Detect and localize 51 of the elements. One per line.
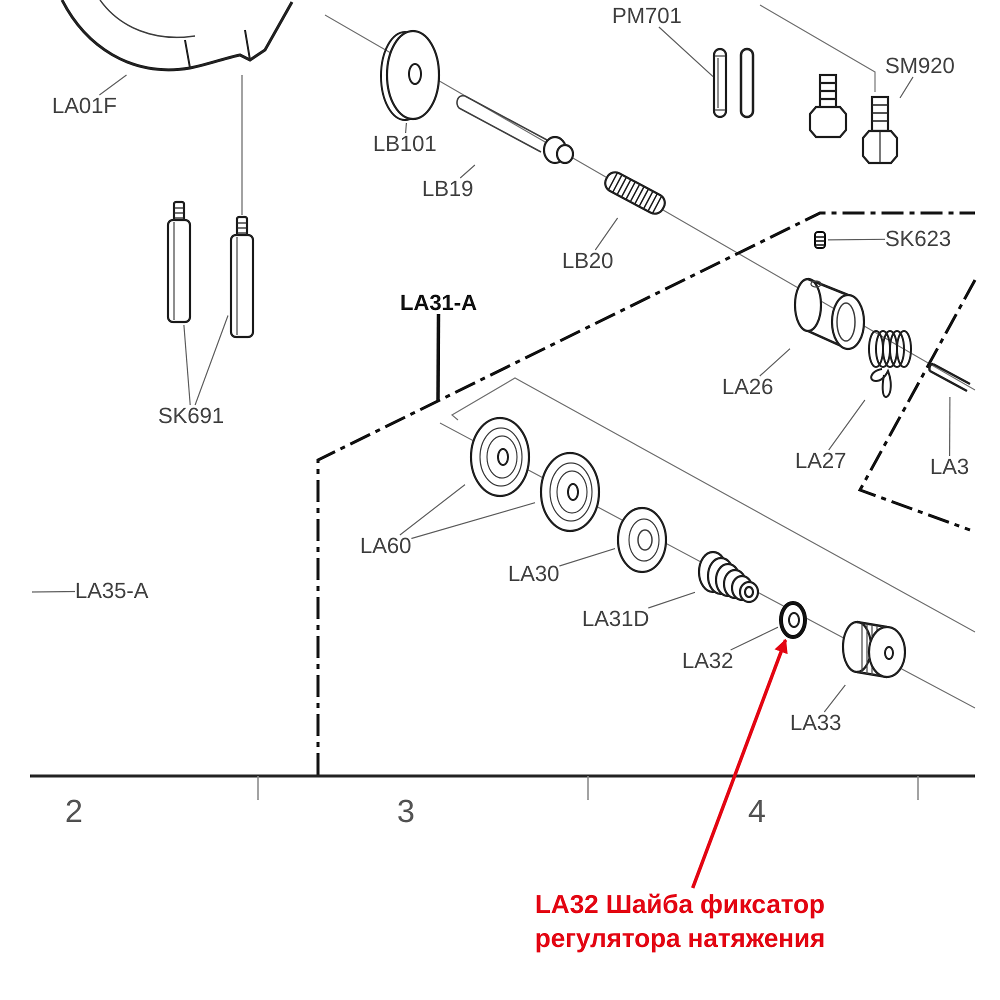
leader-line	[183, 324, 191, 406]
leader-line	[648, 592, 696, 609]
leader-line	[99, 74, 127, 96]
leader-line	[759, 348, 790, 376]
grid-number: 3	[397, 795, 415, 827]
grid-number: 2	[65, 795, 83, 827]
pin-drawing	[713, 48, 727, 118]
part-number: LB19	[422, 178, 474, 200]
leader-line	[194, 315, 229, 406]
grid-number: 4	[748, 795, 766, 827]
leader-line	[594, 218, 618, 250]
leader-line	[32, 590, 75, 593]
leader-line	[460, 164, 476, 178]
part-number: LA32	[682, 650, 734, 672]
part-number: LA26	[722, 376, 774, 398]
leader-line	[559, 548, 616, 567]
stud-drawing	[165, 200, 193, 325]
part-number: LA27	[795, 450, 846, 472]
part-number: SK691	[158, 405, 224, 427]
set-screw-drawing	[812, 230, 828, 250]
part-number: SM920	[885, 55, 955, 77]
part-number: LA31D	[582, 608, 650, 630]
washer-drawing	[778, 600, 808, 640]
part-number: LA35-A	[75, 580, 148, 602]
part-number: LA60	[360, 535, 412, 557]
part-number: LB101	[373, 133, 437, 155]
disc-drawing	[615, 505, 670, 575]
leader-line	[949, 397, 950, 456]
part-number: LA3	[930, 456, 970, 478]
leader-line	[900, 76, 914, 98]
part-number: LA30	[508, 563, 560, 585]
screw-drawing	[860, 95, 900, 165]
leader-line	[730, 626, 778, 651]
part-number: LA01F	[52, 95, 117, 117]
leader-line	[405, 122, 407, 134]
stud-drawing	[228, 215, 256, 340]
leader-line	[436, 314, 440, 402]
leader-line	[828, 238, 885, 240]
annotation-text: LA32 Шайба фиксатор регулятора натяжения	[490, 888, 870, 956]
part-number: LA31-A	[400, 292, 478, 314]
part-number: SK623	[885, 228, 952, 250]
leader-line	[241, 75, 243, 215]
part-number: PM701	[612, 5, 682, 27]
leader-line	[400, 484, 466, 536]
arrow	[691, 638, 788, 889]
leader-line	[828, 400, 866, 450]
leader-line	[411, 502, 536, 540]
leader-line	[824, 684, 846, 712]
part-number: LA33	[790, 712, 842, 734]
part-number: LB20	[562, 250, 614, 272]
leader-line	[658, 26, 714, 78]
